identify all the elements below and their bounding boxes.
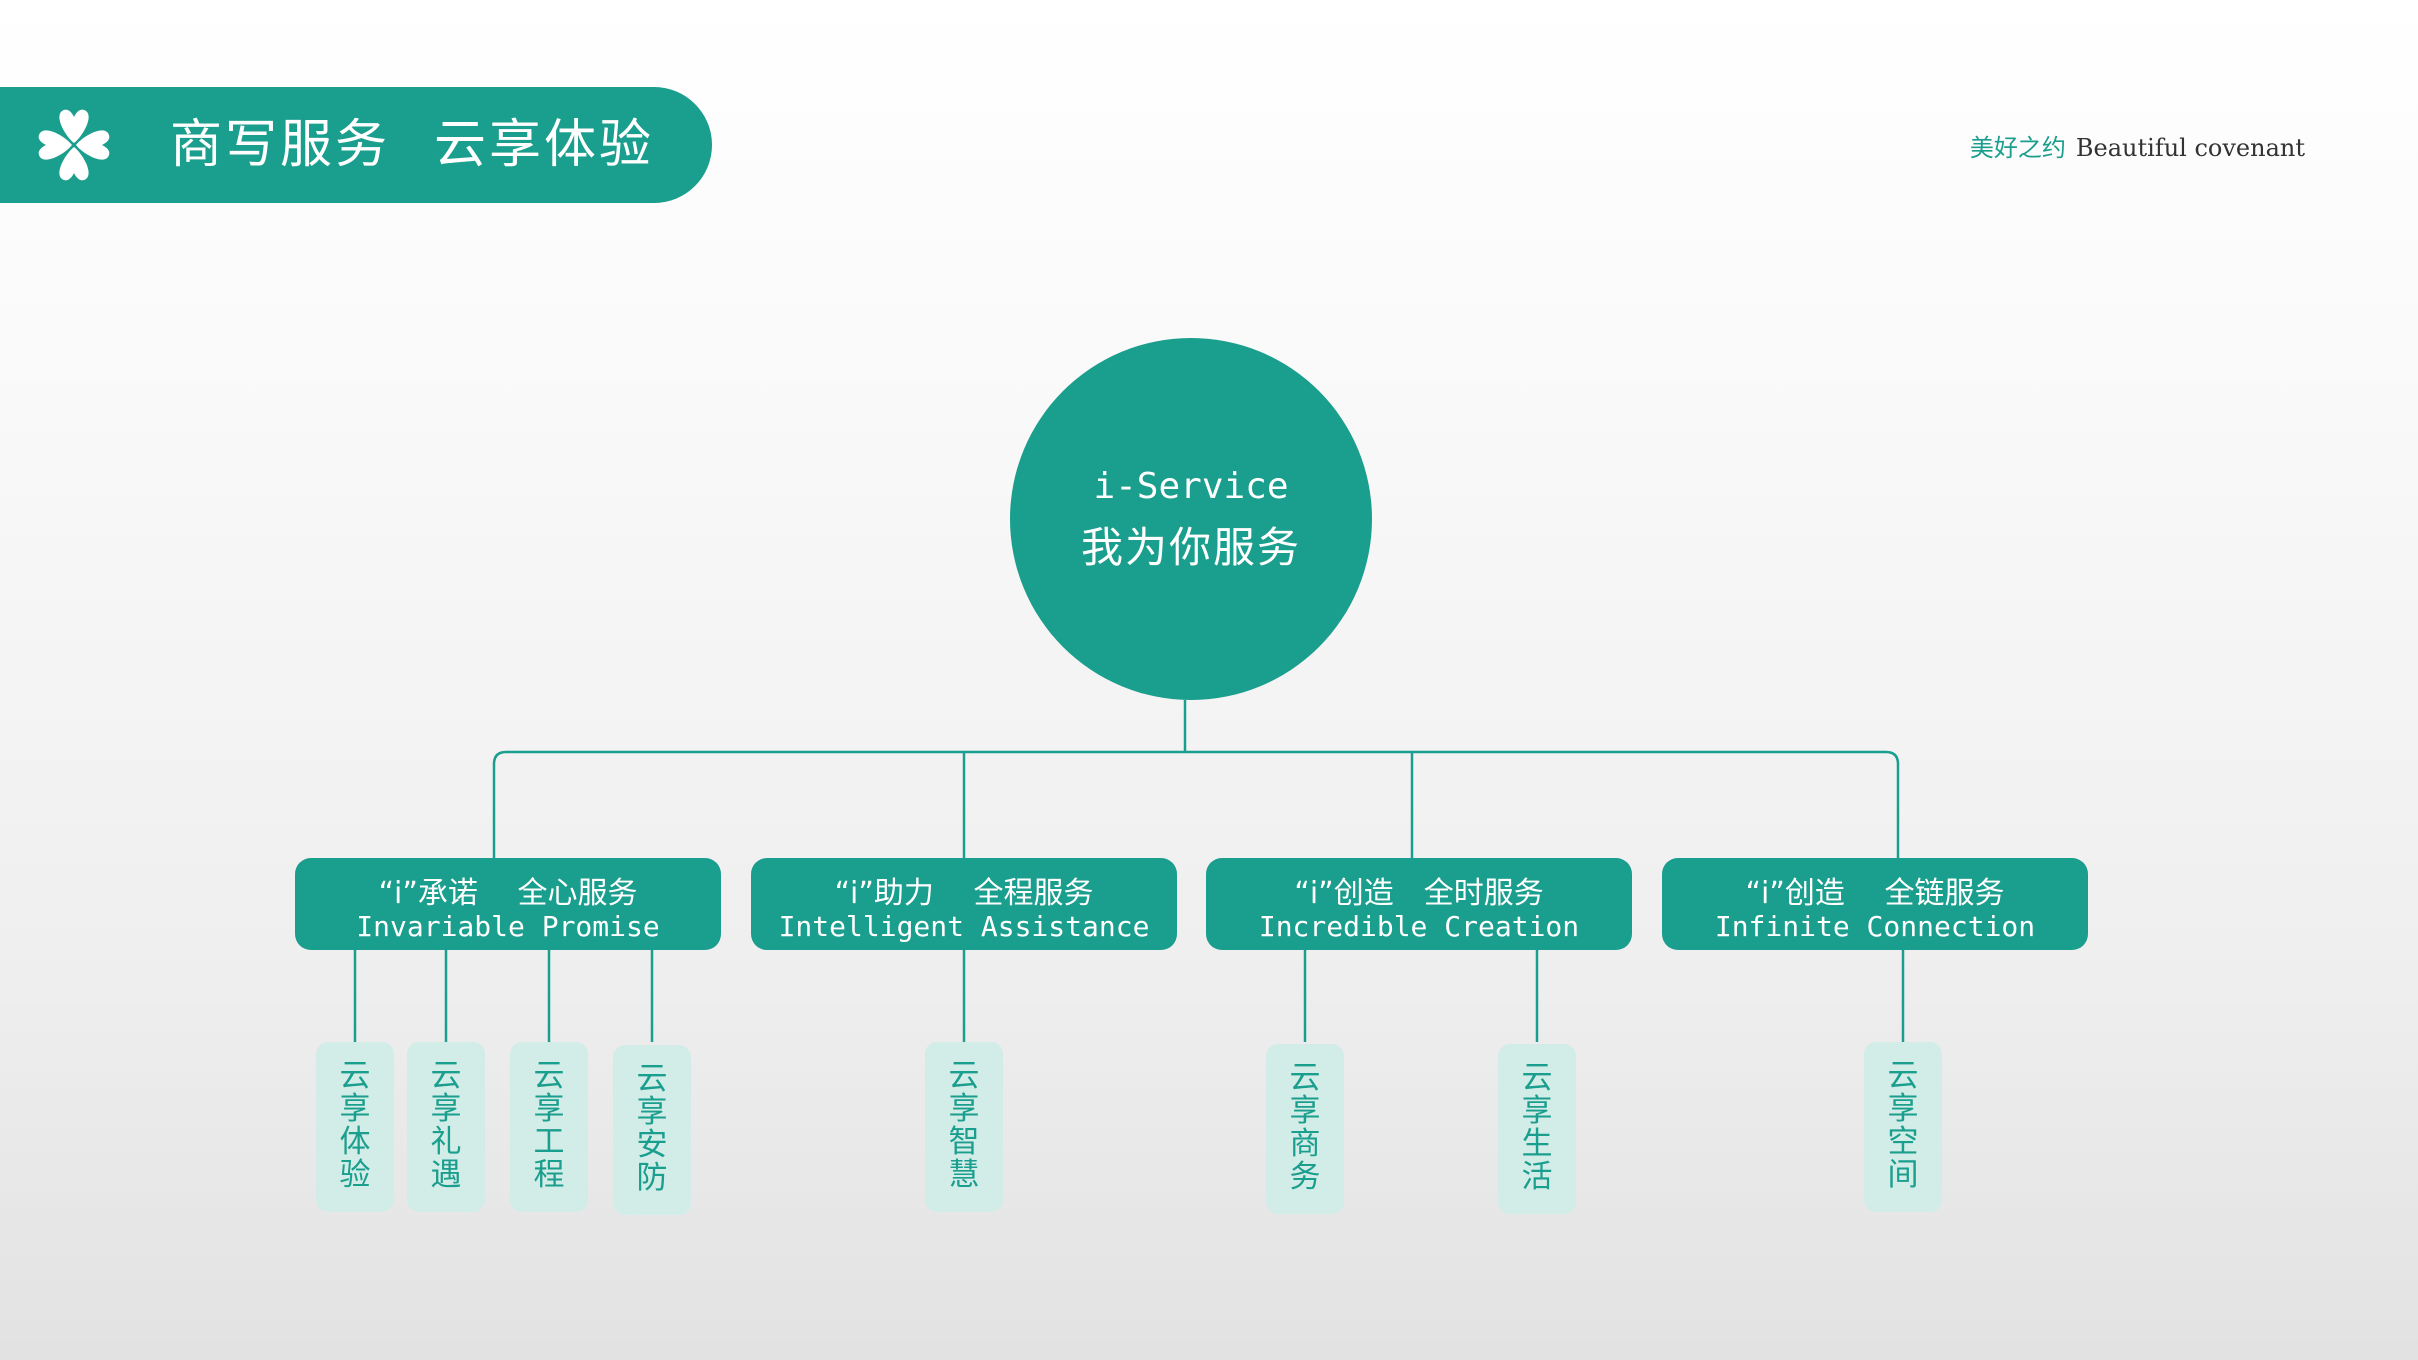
branch-subtitle: Intelligent Assistance bbox=[778, 910, 1150, 943]
branch-node-promise: “i”承诺 全心服务 Invariable Promise bbox=[295, 858, 721, 950]
header-bar: 商写服务云享体验 bbox=[0, 87, 712, 203]
branch-subtitle: Infinite Connection bbox=[1714, 910, 2036, 943]
leaf-label: 云享商务 bbox=[1289, 1060, 1321, 1195]
leaf-label: 云享体验 bbox=[339, 1058, 371, 1193]
tagline-en: Beautiful covenant bbox=[2075, 134, 2305, 162]
leaf-node: 云享安防 bbox=[613, 1045, 691, 1215]
leaf-node: 云享生活 bbox=[1498, 1044, 1576, 1214]
leaf-node: 云享商务 bbox=[1266, 1044, 1344, 1214]
tagline-cn: 美好之约 bbox=[1969, 134, 2066, 162]
leaf-label: 云享安防 bbox=[636, 1061, 668, 1196]
leaf-node: 云享体验 bbox=[316, 1042, 394, 1212]
hub-circle: i-Service 我为你服务 bbox=[1010, 338, 1372, 700]
page-title: 商写服务云享体验 bbox=[170, 87, 654, 203]
four-leaf-clover-icon bbox=[38, 109, 110, 181]
tagline: 美好之约 Beautiful covenant bbox=[1970, 128, 2305, 163]
leaf-node: 云享智慧 bbox=[925, 1042, 1003, 1212]
leaf-node: 云享礼遇 bbox=[407, 1042, 485, 1212]
leaf-label: 云享工程 bbox=[533, 1058, 565, 1193]
leaf-label: 云享生活 bbox=[1521, 1060, 1553, 1195]
leaf-label: 云享礼遇 bbox=[430, 1058, 462, 1193]
leaf-node: 云享工程 bbox=[510, 1042, 588, 1212]
leaf-label: 云享智慧 bbox=[948, 1058, 980, 1193]
branch-node-connection: “i”创造 全链服务 Infinite Connection bbox=[1662, 858, 2088, 950]
branch-node-assistance: “i”助力 全程服务 Intelligent Assistance bbox=[751, 858, 1177, 950]
branch-node-creation: “i”创造 全时服务 Incredible Creation bbox=[1206, 858, 1632, 950]
branch-title: “i”承诺 全心服务 bbox=[378, 876, 638, 911]
branch-rail bbox=[492, 750, 1900, 858]
title-part-2: 云享体验 bbox=[434, 115, 655, 175]
branch-subtitle: Invariable Promise bbox=[356, 910, 660, 943]
branch-subtitle: Incredible Creation bbox=[1258, 910, 1580, 943]
leaf-label: 云享空间 bbox=[1887, 1058, 1919, 1193]
leaf-node: 云享空间 bbox=[1864, 1042, 1942, 1212]
branch-title: “i”助力 全程服务 bbox=[834, 876, 1094, 911]
hub-label-en: i-Service bbox=[1093, 466, 1289, 507]
title-part-1: 商写服务 bbox=[170, 115, 391, 175]
branch-title: “i”创造 全时服务 bbox=[1294, 876, 1544, 911]
branch-title: “i”创造 全链服务 bbox=[1745, 876, 2005, 911]
hub-label-cn: 我为你服务 bbox=[1080, 523, 1301, 572]
